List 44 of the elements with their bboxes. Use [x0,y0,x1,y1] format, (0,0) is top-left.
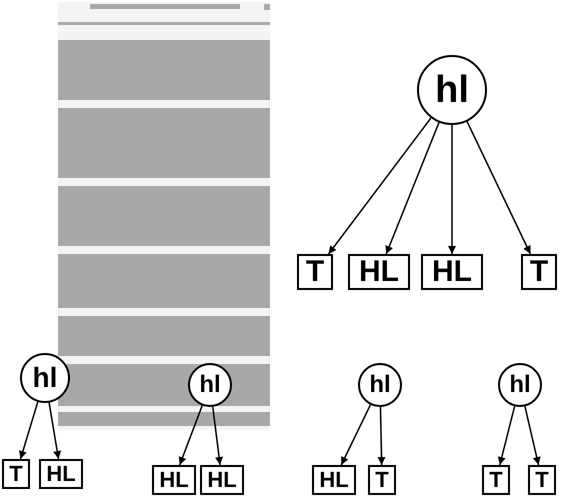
node-label: HL [159,469,189,491]
arrow [498,406,516,466]
node-label: hl [509,373,531,397]
leaf-box [312,465,356,495]
node-label: T [489,469,503,491]
arrow [328,118,432,254]
node-label: hl [32,364,58,392]
leaf-box [2,459,30,489]
leaf-box [521,254,557,290]
node-label: HL [319,469,349,491]
node-label: T [306,257,324,287]
tree-node-circle [358,363,402,407]
arrow [19,402,38,460]
leaf-box [421,254,483,290]
leaf-box [39,459,83,489]
leaf-box [528,465,556,495]
arrow [212,406,224,466]
tree-node-circle [498,363,542,407]
tree-node-circle [20,353,70,403]
node-label: HL [207,469,237,491]
leaf-box [368,465,396,495]
arrow [378,406,386,466]
arrow [340,404,372,466]
node-label: T [375,469,389,491]
leaf-box [200,465,244,495]
node-label: T [530,257,548,287]
node-label: hl [369,373,391,397]
node-label: hl [199,373,221,397]
node-label: T [535,469,549,491]
arrow [524,406,541,466]
arrow [48,402,62,460]
leaf-box [297,254,333,290]
leaf-box [152,465,196,495]
node-label: HL [46,463,76,485]
arrow [448,125,456,254]
node-label: T [9,463,23,485]
arrow [385,122,440,254]
arrow [466,121,532,254]
leaf-box [348,254,410,290]
node-label: HL [432,257,472,287]
leaf-box [482,465,510,495]
node-label: HL [359,257,399,287]
arrow [178,405,203,466]
node-label: hl [435,71,469,109]
